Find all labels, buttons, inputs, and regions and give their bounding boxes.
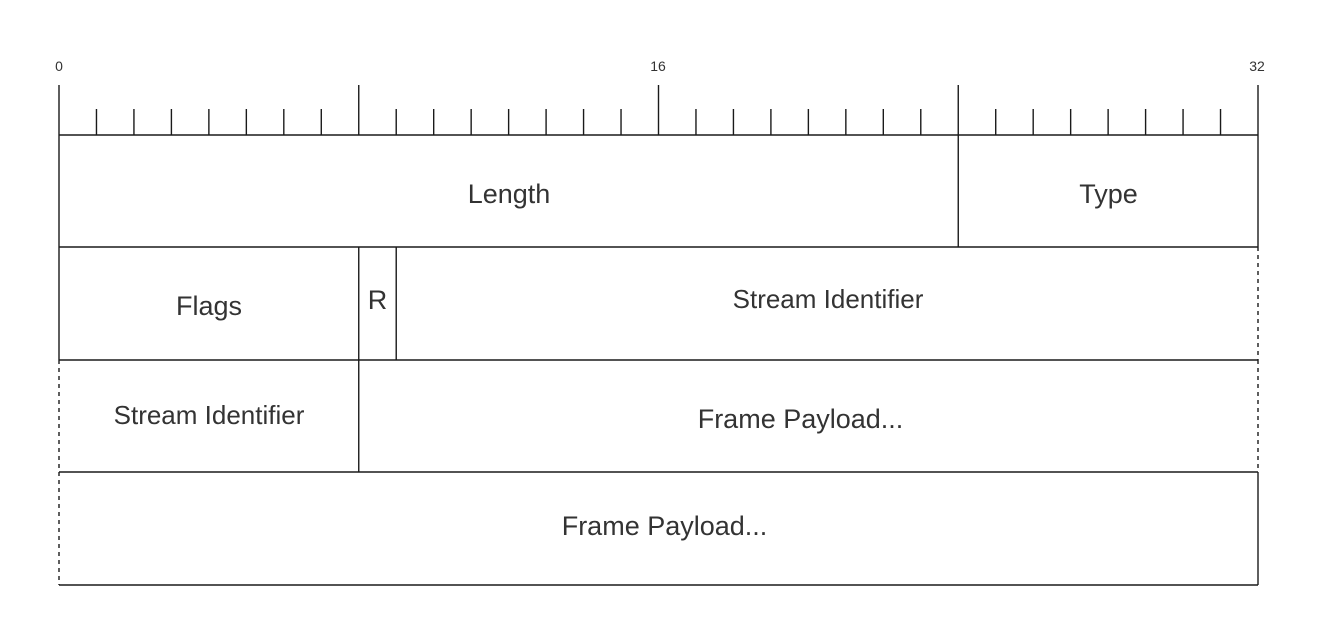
ruler-label-32: 32 xyxy=(1249,58,1265,74)
field-flags: Flags xyxy=(175,291,243,321)
field-frame-payload-continued: Frame Payload... xyxy=(561,511,768,541)
field-frame-payload-first: Frame Payload... xyxy=(697,403,904,434)
field-length: Length xyxy=(467,178,551,209)
field-stream-identifier-low: Stream Identifier xyxy=(113,399,305,430)
field-reserved-bit: R xyxy=(367,285,388,315)
ruler-label-16: 16 xyxy=(650,58,666,74)
field-stream-identifier-high: Stream Identifier xyxy=(732,284,924,314)
ruler-label-0: 0 xyxy=(55,58,63,74)
field-type: Type xyxy=(1079,178,1138,209)
